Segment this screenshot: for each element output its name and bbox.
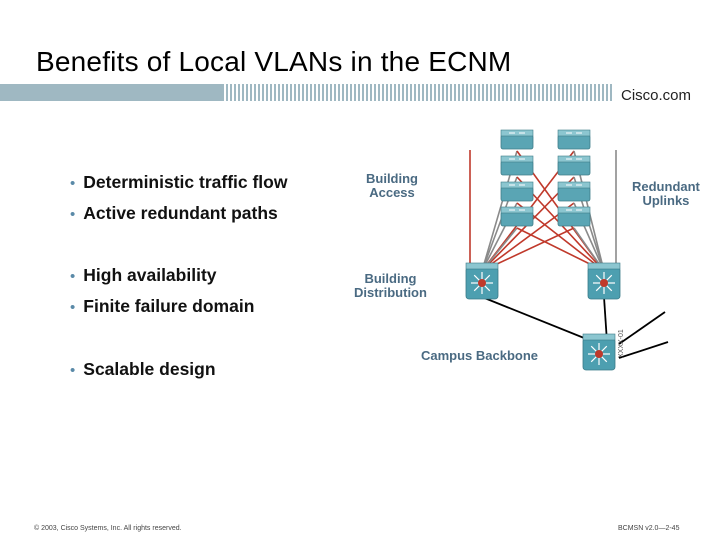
bullet-item: •Scalable design	[70, 359, 216, 379]
bullet-dot-icon: •	[70, 175, 76, 192]
bullet-item: •Active redundant paths	[70, 203, 278, 223]
core-link-line	[618, 341, 669, 359]
label-campus-backbone: Campus Backbone	[421, 348, 539, 363]
access-switch-icon	[557, 181, 591, 202]
access-switch-icon	[557, 129, 591, 150]
cisco-brand: Cisco.com	[621, 87, 692, 104]
title-bar	[0, 84, 720, 101]
bullet-item: •Deterministic traffic flow	[70, 172, 288, 192]
figure-id: XXXX-01	[618, 329, 625, 358]
distribution-switch-icon	[465, 262, 499, 300]
access-switch-icon	[557, 206, 591, 227]
distribution-switch-icon	[587, 262, 621, 300]
label-building-access: Building Access	[366, 171, 418, 200]
uplink-lines	[469, 150, 617, 275]
access-switch-icon	[557, 155, 591, 176]
title-bar-solid	[0, 84, 222, 101]
footer-copyright: © 2003, Cisco Systems, Inc. All rights r…	[34, 525, 182, 532]
core-link-line	[618, 311, 666, 345]
bullet-dot-icon: •	[70, 206, 76, 223]
access-switch-icon	[500, 129, 534, 150]
label-redundant-uplinks: Redundant Uplinks	[632, 179, 700, 208]
slide-title: Benefits of Local VLANs in the ECNM	[36, 46, 512, 77]
network-nodes	[465, 129, 621, 371]
access-switch-icon	[500, 155, 534, 176]
footer-course-id: BCMSN v2.0—2-45	[618, 525, 680, 532]
access-switch-icon	[500, 181, 534, 202]
bullet-item: •High availability	[70, 265, 217, 285]
label-building-distribution: Building Distribution	[354, 271, 427, 300]
core-link-line	[481, 296, 600, 345]
title-bar-stripes	[222, 84, 612, 101]
bullet-item: •Finite failure domain	[70, 296, 255, 316]
core-links	[481, 296, 669, 359]
access-switch-icon	[500, 206, 534, 227]
bullet-dot-icon: •	[70, 299, 76, 316]
bullet-dot-icon: •	[70, 362, 76, 379]
core-switch-icon	[582, 333, 616, 371]
bullet-dot-icon: •	[70, 268, 76, 285]
